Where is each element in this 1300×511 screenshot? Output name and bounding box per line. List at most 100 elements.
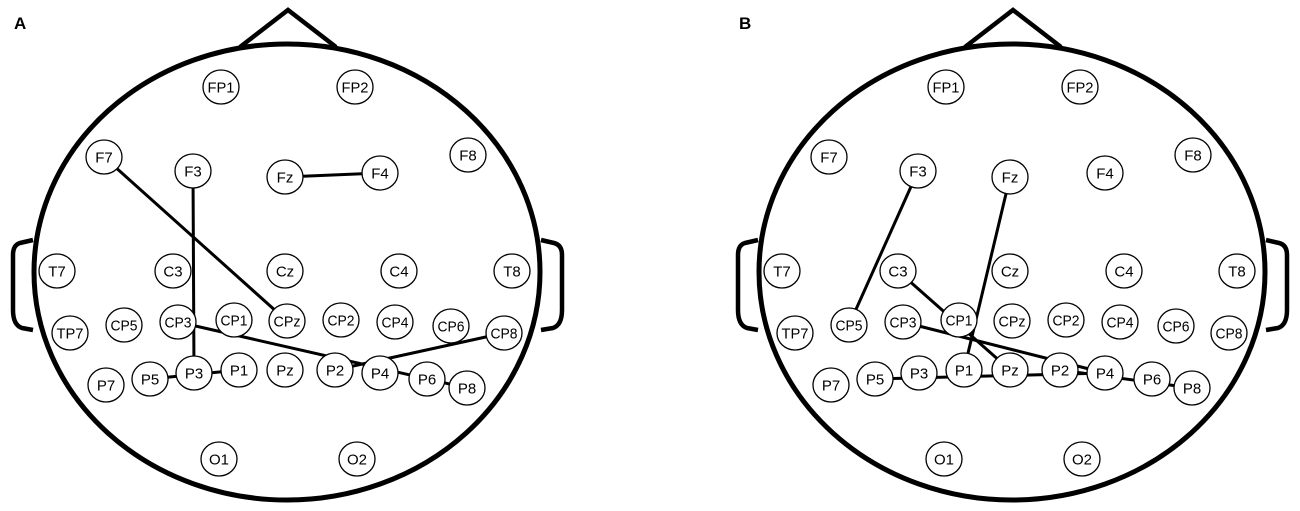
electrode-label: C3 <box>163 264 182 281</box>
electrode-label: CPz <box>999 314 1026 331</box>
connection-f3-p3 <box>191 169 196 375</box>
electrode-p8: P8 <box>1173 370 1211 406</box>
electrode-label: Pz <box>1001 363 1019 380</box>
electrode-f8: F8 <box>1174 137 1212 173</box>
connection-p2-cp8 <box>333 331 506 372</box>
connection-f7-cpz <box>102 155 289 323</box>
electrode-cp6: CP6 <box>432 308 470 344</box>
electrode-circle <box>361 355 399 391</box>
electrode-label: F7 <box>95 150 113 167</box>
electrode-t8: T8 <box>1218 253 1256 289</box>
electrode-fz: Fz <box>991 159 1029 195</box>
electrode-label: CP5 <box>111 318 138 335</box>
electrode-cz: Cz <box>266 253 304 289</box>
electrode-label: O1 <box>209 452 229 469</box>
electrode-c4: C4 <box>380 253 418 289</box>
electrode-circle <box>1210 315 1248 351</box>
nose-outline <box>238 7 338 49</box>
right-ear-outline <box>540 237 565 333</box>
electrode-circle <box>991 159 1029 195</box>
electrode-p2: P2 <box>1041 352 1079 388</box>
electrode-cp8: CP8 <box>485 315 523 351</box>
electrode-p5: P5 <box>856 361 894 397</box>
electrode-circle <box>87 367 125 403</box>
electrode-label: F7 <box>820 150 838 167</box>
electrode-circle <box>856 361 894 397</box>
panel-label: A <box>14 14 26 33</box>
electrode-label: CP2 <box>1053 313 1080 330</box>
electrode-label: F4 <box>371 166 389 183</box>
electrode-circle <box>174 153 212 189</box>
electrode-f8: F8 <box>449 137 487 173</box>
electrode-label: CP6 <box>438 319 465 336</box>
electrode-cp1: CP1 <box>940 302 978 338</box>
electrode-label: P7 <box>822 378 840 395</box>
electrode-label: F3 <box>184 164 202 181</box>
left-ear-outline <box>10 237 34 333</box>
electrode-f7: F7 <box>85 139 123 175</box>
electrode-pz: Pz <box>266 352 304 388</box>
electrode-circle <box>940 302 978 338</box>
electrode-label: T8 <box>503 264 521 281</box>
electrode-circle <box>159 304 197 340</box>
electrode-p8: P8 <box>448 370 486 406</box>
electrode-p1: P1 <box>945 352 983 388</box>
electrode-label: F4 <box>1096 166 1114 183</box>
electrode-label: CPz <box>274 314 301 331</box>
electrode-circle <box>202 69 240 105</box>
electrode-f7: F7 <box>810 139 848 175</box>
electrode-circle <box>1047 302 1085 338</box>
electrode-label: Fz <box>1002 170 1019 187</box>
electrode-circle <box>1174 137 1212 173</box>
electrode-circle <box>316 352 354 388</box>
electrode-label: C4 <box>389 264 408 281</box>
electrode-fp2: FP2 <box>1061 69 1099 105</box>
electrode-circle <box>322 302 360 338</box>
electrode-circle <box>1157 308 1195 344</box>
electrode-cp4: CP4 <box>376 304 414 340</box>
electrode-circle <box>485 315 523 351</box>
electrode-label: CP8 <box>491 326 518 343</box>
electrode-label: T8 <box>1228 264 1246 281</box>
electrode-label: P1 <box>955 363 973 380</box>
electrode-label: CP4 <box>1107 315 1134 332</box>
electrode-label: Fz <box>277 170 294 187</box>
electrode-circle <box>51 315 89 351</box>
electrode-label: TP7 <box>782 326 809 343</box>
electrode-p3: P3 <box>900 355 938 391</box>
electrode-circle <box>215 302 253 338</box>
electrode-cz: Cz <box>991 253 1029 289</box>
electrode-label: F8 <box>459 148 477 165</box>
electrode-label: Cz <box>276 264 294 281</box>
electrode-label: CP3 <box>890 315 917 332</box>
electrode-circle <box>927 69 965 105</box>
electrode-label: FP1 <box>933 80 960 97</box>
electrode-f3: F3 <box>899 153 937 189</box>
electrode-f3: F3 <box>174 153 212 189</box>
electrode-circle <box>993 303 1031 339</box>
electrode-label: P3 <box>185 366 203 383</box>
electrode-circle <box>38 253 76 289</box>
electrode-cp8: CP8 <box>1210 315 1248 351</box>
electrode-label: CP1 <box>946 313 973 330</box>
electrode-label: P4 <box>1096 366 1114 383</box>
electrode-cp2: CP2 <box>322 302 360 338</box>
electrode-f4: F4 <box>361 155 399 191</box>
electrode-p1: P1 <box>220 352 258 388</box>
electrode-label: P2 <box>1051 363 1069 380</box>
electrode-circle <box>85 139 123 175</box>
electrode-circle <box>1133 361 1171 397</box>
electrode-label: T7 <box>48 264 66 281</box>
electrode-p7: P7 <box>87 367 125 403</box>
electrode-circle <box>380 253 418 289</box>
electrode-p3: P3 <box>175 355 213 391</box>
electrode-label: O2 <box>1072 452 1092 469</box>
electrode-circle <box>776 315 814 351</box>
electrode-tp7: TP7 <box>776 315 814 351</box>
electrode-label: CP8 <box>1216 326 1243 343</box>
electrode-circle <box>925 441 963 477</box>
electrode-tp7: TP7 <box>51 315 89 351</box>
electrode-fp2: FP2 <box>336 69 374 105</box>
